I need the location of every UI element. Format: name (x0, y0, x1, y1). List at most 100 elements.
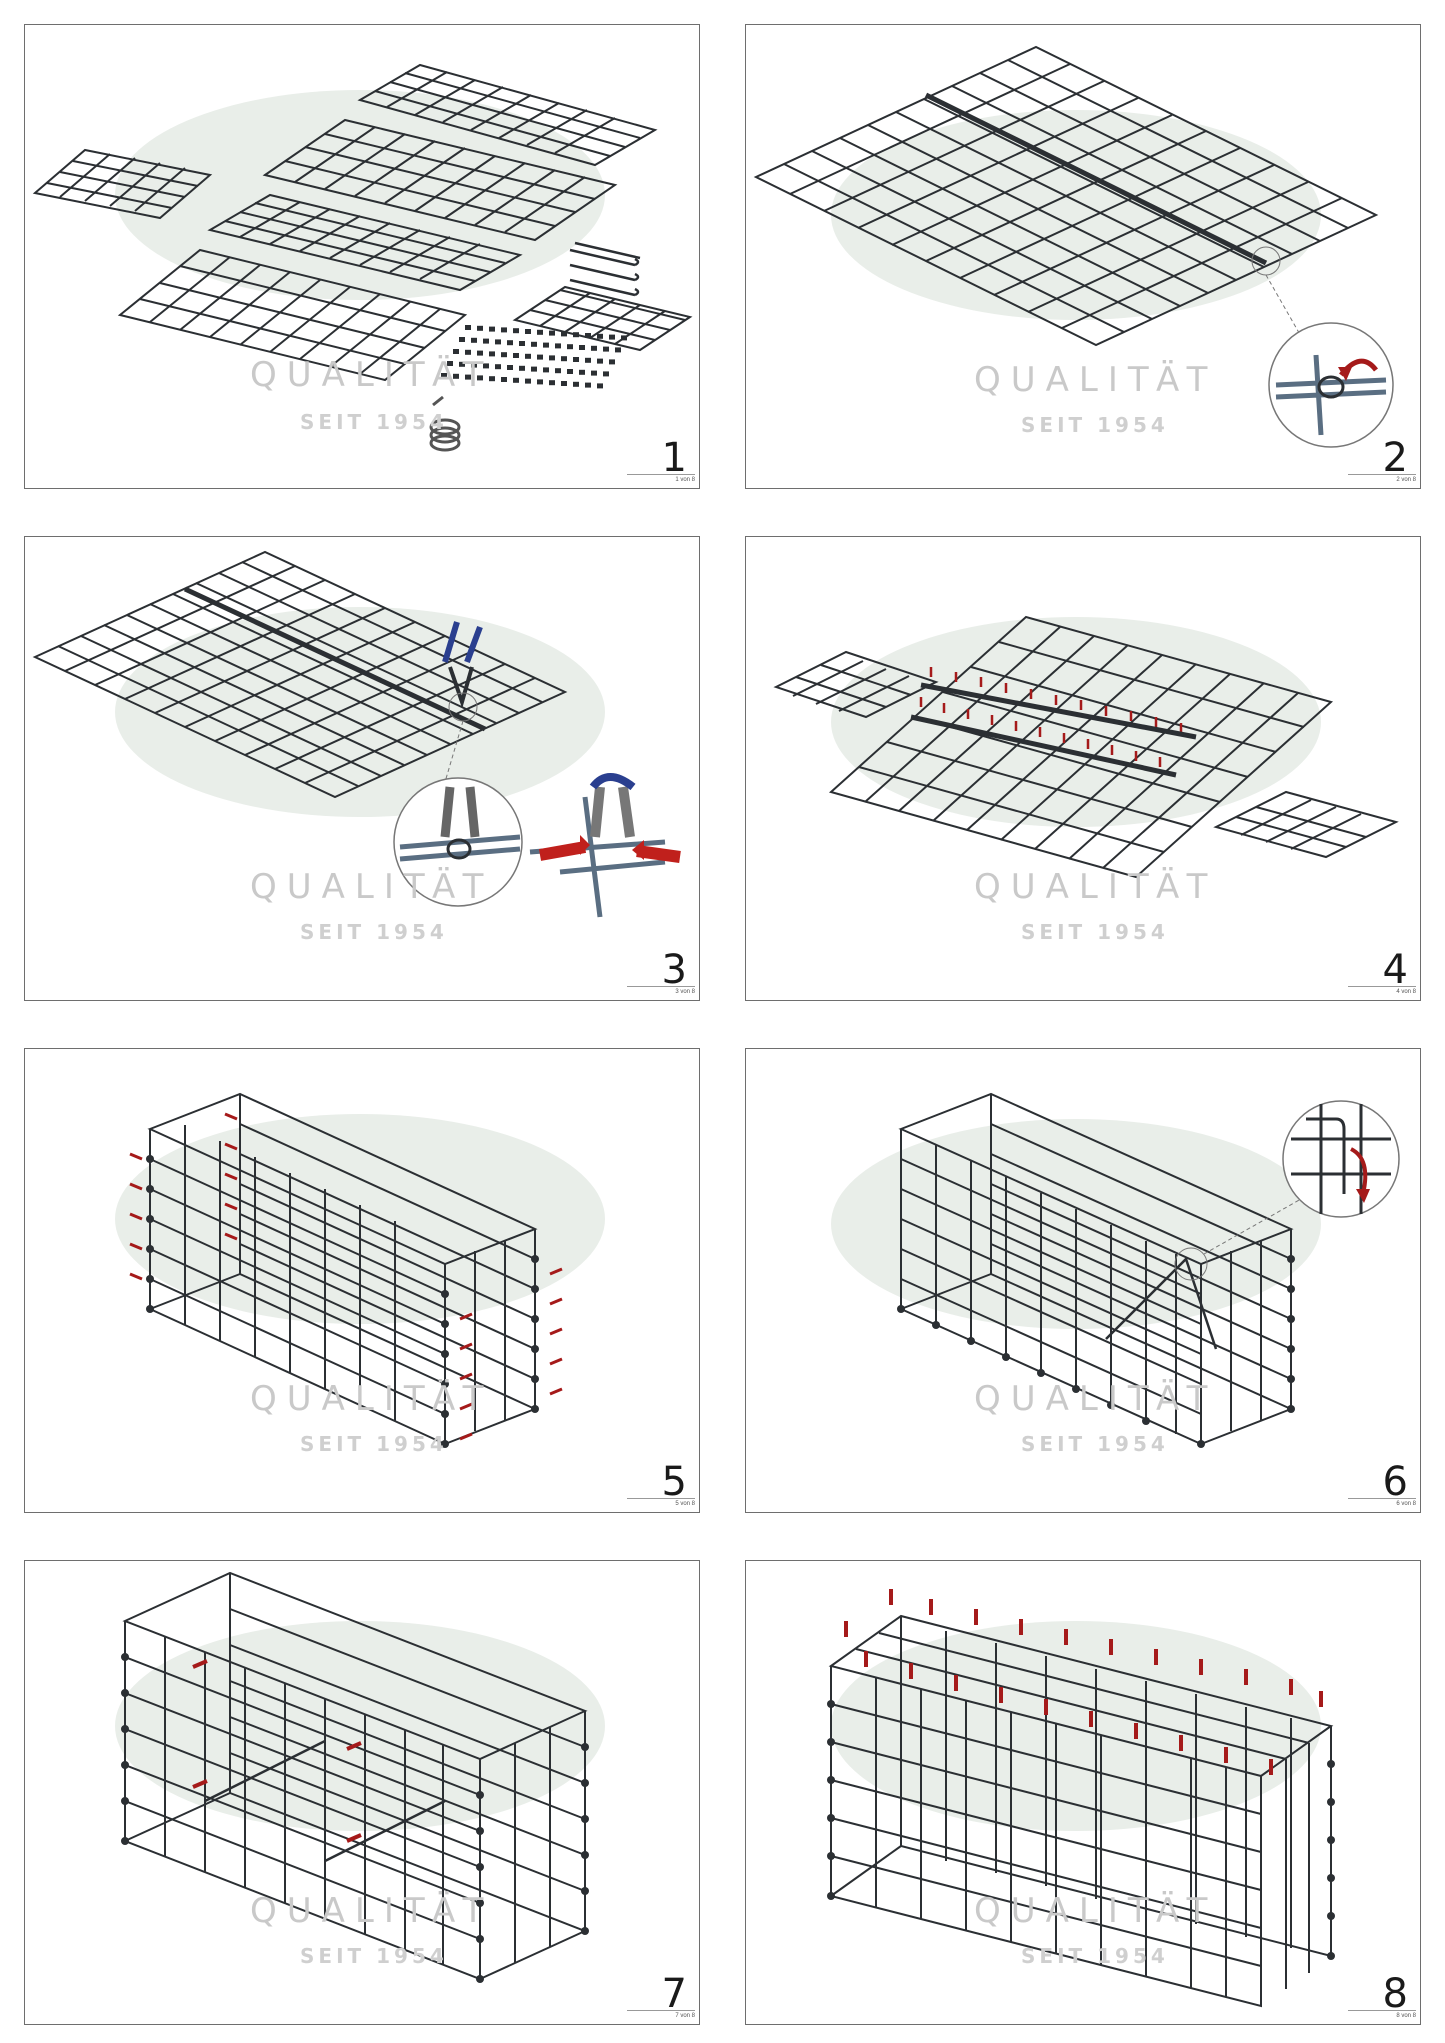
spiral-coil-icon (429, 395, 461, 452)
spiral-connectors (569, 241, 641, 297)
clip (525, 378, 531, 384)
watermark-since: SEIT 1954 (300, 1944, 448, 1968)
clip (585, 382, 591, 388)
clip (615, 347, 621, 353)
clip (441, 373, 447, 378)
clip (465, 325, 471, 330)
joined-mesh-panels (32, 550, 568, 799)
watermark-brand: QUALITÄT (974, 1379, 1218, 1419)
panel-6-illustration (831, 1092, 1400, 1448)
clip (573, 332, 579, 338)
clip (585, 333, 591, 338)
step-number: 4 (1382, 947, 1408, 993)
clip (453, 349, 459, 354)
clip (591, 370, 597, 376)
panel-2-illustration (753, 45, 1394, 448)
clip-row-seams (910, 682, 1197, 778)
clip (543, 342, 549, 348)
clip (495, 339, 501, 345)
watermark-brand: QUALITÄT (974, 867, 1218, 907)
watermark-since: SEIT 1954 (1021, 920, 1169, 944)
mesh-panel-middle (262, 118, 618, 242)
clip (579, 345, 585, 350)
page-footer: 1 von 8 (627, 474, 695, 485)
watermark-brand: QUALITÄT (250, 355, 494, 395)
clip (525, 353, 531, 359)
clip (471, 337, 477, 343)
watermark-since: SEIT 1954 (300, 410, 448, 434)
watermark-since: SEIT 1954 (1021, 413, 1169, 437)
clip (501, 352, 507, 358)
watermark-since: SEIT 1954 (300, 1432, 448, 1456)
clip (537, 329, 543, 335)
step-panel-1: QUALITÄT SEIT 1954 1 1 von 8 (24, 24, 700, 489)
clip (513, 353, 519, 358)
clip (519, 341, 525, 346)
clip (489, 376, 495, 382)
insert-arrows (129, 1112, 563, 1441)
clip (477, 350, 483, 356)
mesh-panel-right (512, 285, 693, 352)
clip-arrows (919, 667, 1183, 767)
clip (531, 341, 537, 347)
clip (513, 328, 519, 334)
step-panel-5: QUALITÄT SEIT 1954 5 5 von 8 (24, 1048, 700, 1513)
watermark-since: SEIT 1954 (1021, 1944, 1169, 1968)
panel-3-illustration (32, 550, 681, 918)
clip (477, 375, 483, 381)
clip-rows (441, 325, 627, 389)
detail-marker-circle (1174, 1247, 1208, 1281)
watermark-brand: QUALITÄT (974, 360, 1218, 400)
callout-line (1203, 1198, 1302, 1255)
clip (603, 346, 609, 352)
watermark-brand: QUALITÄT (250, 1379, 494, 1419)
mesh-panel-lower-middle (207, 193, 523, 292)
step-panel-3: QUALITÄT SEIT 1954 3 3 von 8 (24, 536, 700, 1001)
mesh-panel-top (357, 63, 658, 167)
clip (459, 337, 465, 342)
clip (585, 357, 591, 363)
clip (555, 343, 561, 349)
clip (471, 362, 477, 368)
clip (549, 330, 555, 336)
page-footer: 6 von 8 (1348, 1498, 1416, 1509)
clip (459, 361, 465, 367)
step-number: 7 (661, 1971, 687, 2017)
brace-arrows (192, 1659, 362, 1843)
clip (549, 355, 555, 361)
panel-8-illustration (827, 1589, 1335, 2008)
clip (573, 381, 579, 387)
clip (567, 344, 573, 350)
clip (489, 351, 495, 357)
mesh-panel-bottom (117, 248, 468, 382)
watermark-brand: QUALITÄT (974, 1891, 1218, 1931)
clip (621, 335, 627, 341)
clip (513, 377, 519, 383)
step-panel-4: QUALITÄT SEIT 1954 4 4 von 8 (745, 536, 1421, 1001)
page-footer: 3 von 8 (627, 986, 695, 997)
clip (609, 359, 615, 365)
clip (597, 333, 603, 339)
joint-rings (897, 1255, 1295, 1448)
clip (609, 334, 615, 340)
page-footer: 8 von 8 (1348, 2010, 1416, 2021)
clip (543, 367, 549, 373)
step-panel-6: QUALITÄT SEIT 1954 6 6 von 8 (745, 1048, 1421, 1513)
watermark-since: SEIT 1954 (1021, 1432, 1169, 1456)
clip (501, 327, 507, 333)
clip (561, 331, 567, 337)
mesh-panel-small-left (32, 148, 213, 220)
clip (465, 374, 471, 380)
clip (483, 338, 489, 344)
panel-4-illustration (773, 615, 1399, 879)
clip (519, 365, 525, 371)
zoom-detail-pliers (393, 777, 523, 907)
pliers-icon (442, 621, 483, 709)
clip (603, 371, 609, 377)
clip (489, 326, 495, 332)
clip (561, 356, 567, 362)
flat-mesh-panels (32, 63, 693, 382)
watermark-brand: QUALITÄT (250, 867, 494, 907)
clip (507, 340, 513, 346)
clip (447, 361, 453, 366)
